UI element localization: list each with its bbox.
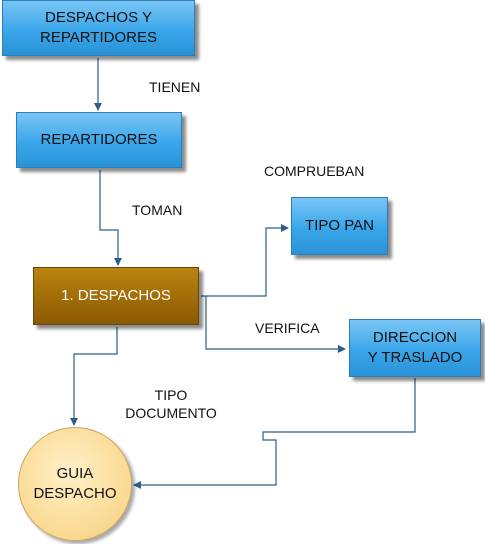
edge-direccion-to-guia	[133, 378, 416, 489]
node-despachos: 1. DESPACHOS	[33, 267, 199, 325]
edge-tipo-documento	[70, 327, 118, 426]
edge-label-tienen: TIENEN	[149, 79, 201, 95]
edge-verifica	[205, 296, 346, 353]
edge-label-toman: TOMAN	[132, 202, 183, 218]
edge-comprueban	[201, 224, 289, 297]
node-direccion-traslado: DIRECCION Y TRASLADO	[349, 319, 481, 377]
edge-label-verifica: VERIFICA	[255, 320, 320, 336]
node-guia-despacho: GUIA DESPACHO	[18, 427, 132, 541]
edge-label-tipo-documento: TIPO DOCUMENTO	[125, 387, 217, 421]
node-despachos-repartidores: DESPACHOS Y REPARTIDORES	[2, 0, 195, 56]
edge-label-comprueban: COMPRUEBAN	[264, 163, 365, 179]
node-repartidores: REPARTIDORES	[16, 112, 182, 168]
node-tipo-pan: TIPO PAN	[291, 197, 388, 255]
edge-toman	[99, 170, 122, 266]
